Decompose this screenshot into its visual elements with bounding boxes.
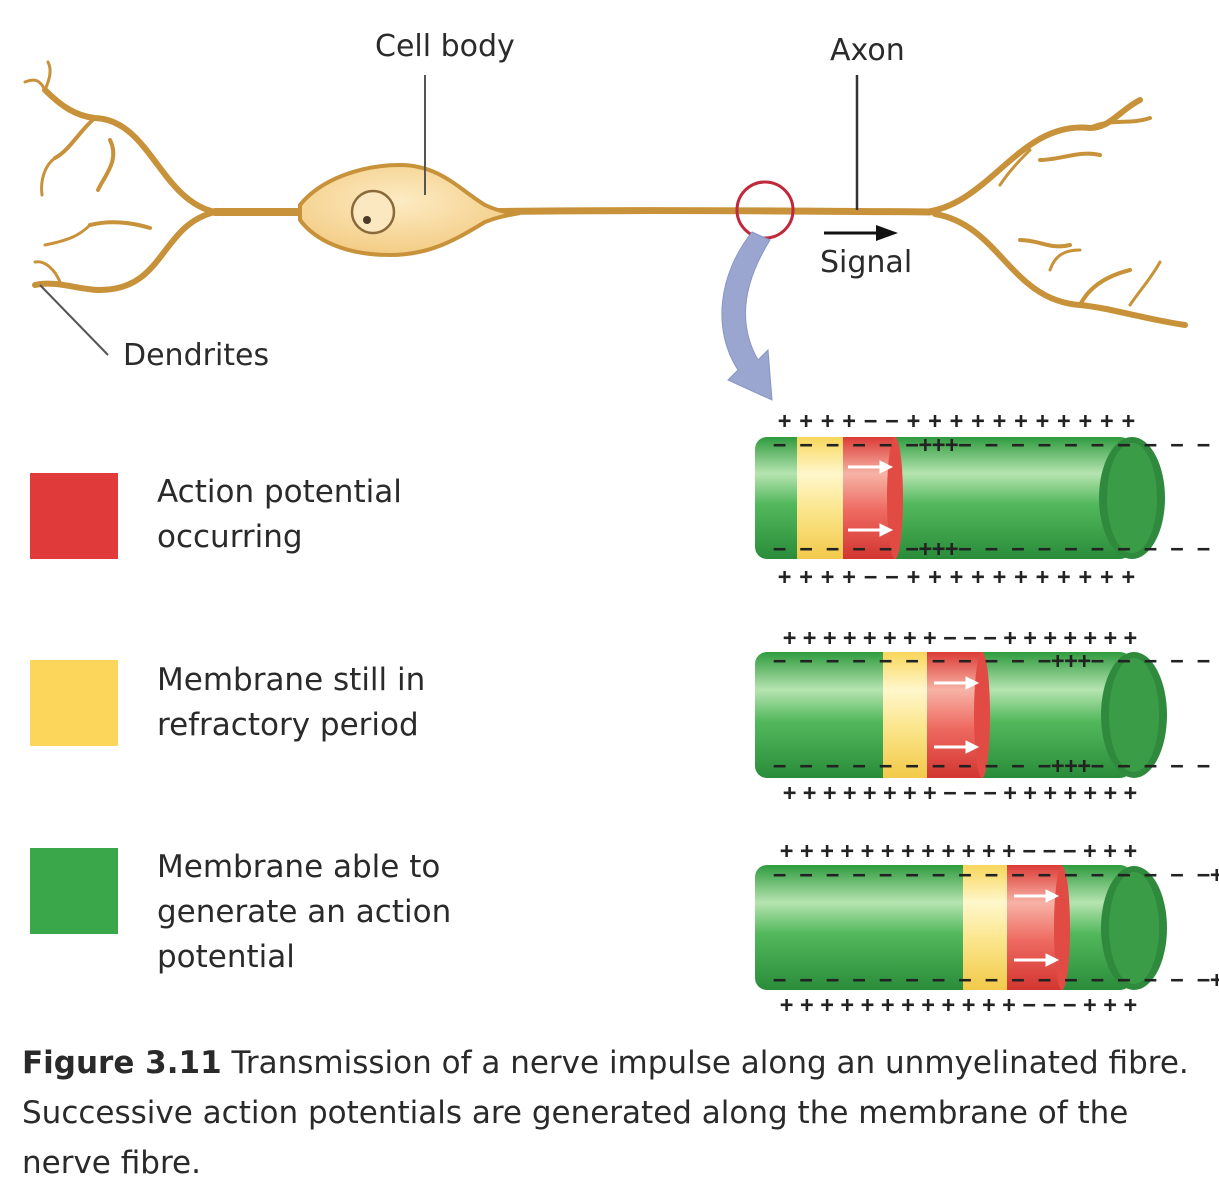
dendrites-leader (39, 284, 109, 356)
signal-label: Signal (820, 245, 912, 280)
nucleolus (363, 216, 371, 224)
fibre-3-bottom-signs: ++++++++++++−−−+++ (780, 993, 1137, 1018)
cell-body (298, 162, 521, 258)
signal-arrow-icon (824, 225, 898, 241)
fibre-1-inner-top: − − − − − −+++− − − − − − − − − − − − − … (773, 433, 1219, 458)
nucleus (350, 189, 396, 235)
legend-refractory: Membrane still in refractory period (157, 658, 425, 748)
figure-caption: Figure 3.11 Transmission of a nerve impu… (22, 1038, 1202, 1188)
legend-line: generate an action (157, 894, 452, 930)
legend-action-potential: Action potential occurring (157, 470, 402, 560)
legend-swatch-action-potential (30, 473, 118, 559)
fibre-2-inner-top: − − − − − − − − − − −+++− − − − − − − − … (773, 649, 1219, 674)
fibre-3-inner-bottom: − − − − − − − − − − − − − − − − −+++− − … (773, 968, 1219, 993)
fibre-1: ++++−−+++++++++++ ++++−−+++++++++++ − − … (755, 409, 1219, 590)
legend-line: Membrane able to (157, 849, 441, 885)
fibre-2: ++++++++−−−+++++++ ++++++++−−−+++++++ − … (755, 626, 1219, 806)
legend-swatch-refractory (30, 660, 118, 746)
fibre-2-top-signs: ++++++++−−−+++++++ (783, 626, 1137, 651)
fibre-3-top-signs: ++++++++++++−−−+++ (780, 839, 1137, 864)
impulse-arrow-icon (848, 460, 894, 537)
fibre-3-inner-top: − − − − − − − − − − − − − − − − −+++− − … (773, 863, 1219, 888)
cell-body-label: Cell body (375, 29, 515, 64)
legend-line: Action potential (157, 474, 402, 510)
impulse-arrow-icon (934, 676, 980, 754)
legend-line: refractory period (157, 707, 419, 743)
fibre-1-bottom-signs: ++++−−+++++++++++ (778, 565, 1135, 590)
fibre-1-top-signs: ++++−−+++++++++++ (778, 409, 1135, 434)
fibre-1-inner-bottom: − − − − − −+++− − − − − − − − − − − − − … (773, 537, 1219, 562)
caption-text: Transmission of a nerve impulse along an… (22, 1045, 1189, 1181)
legend-line: Membrane still in (157, 662, 426, 698)
neuron (23, 60, 1188, 328)
legend-swatch-able-to-generate (30, 848, 118, 934)
legend-line: potential (157, 939, 295, 975)
fibre-3: ++++++++++++−−−+++ ++++++++++++−−−+++ − … (755, 839, 1219, 1018)
dendrites-label: Dendrites (123, 338, 269, 373)
legend-line: occurring (157, 519, 303, 555)
impulse-arrow-icon (1014, 889, 1060, 967)
legend-able-to-generate: Membrane able to generate an action pote… (157, 845, 451, 980)
callout-arrow-icon (721, 231, 773, 401)
fibre-2-bottom-signs: ++++++++−−−+++++++ (783, 781, 1137, 806)
figure-number: Figure 3.11 (22, 1045, 222, 1081)
axon-label: Axon (830, 33, 905, 68)
fibre-2-inner-bottom: − − − − − − − − − − −+++− − − − − − − − … (773, 754, 1219, 779)
